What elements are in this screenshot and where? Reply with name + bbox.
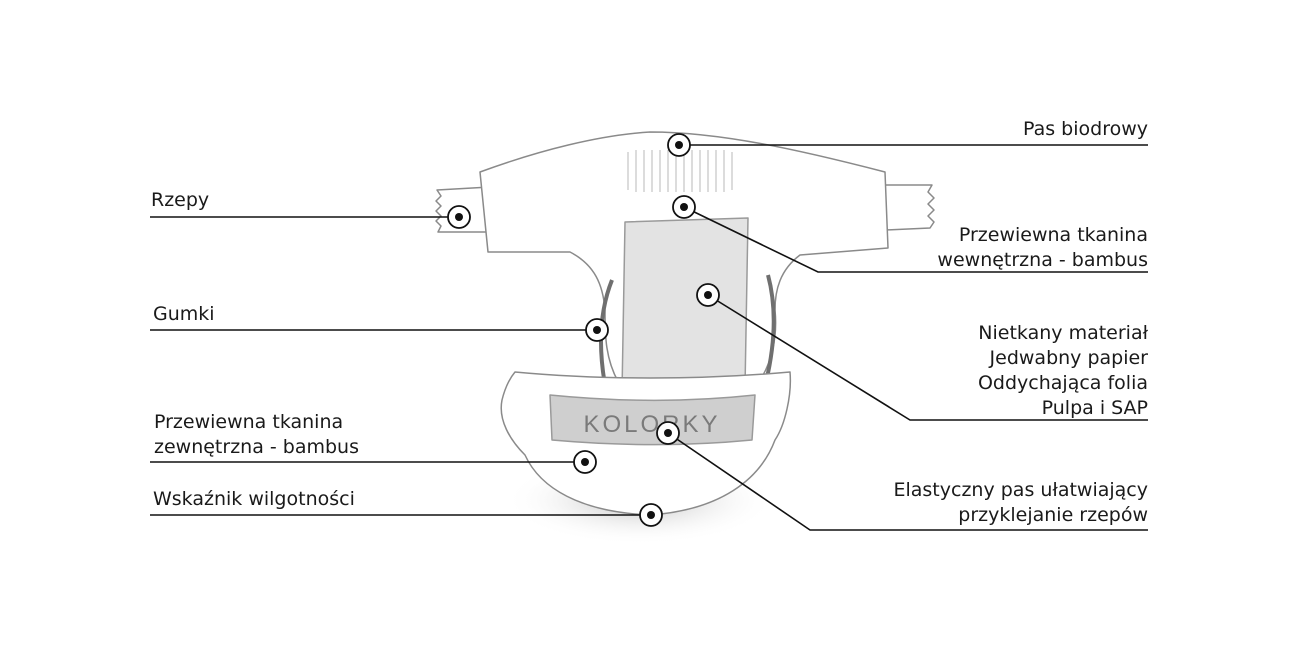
brand-logo: KOLORKY: [583, 411, 720, 438]
markers: [447, 133, 720, 527]
leader-inner-fabric: [683, 206, 1148, 273]
label-inner-fabric: Przewiewna tkanina wewnętrzna - bambus: [937, 224, 1148, 271]
marker-outer-fabric: [573, 450, 597, 474]
label-elastic-band: Elastyczny pas ułatwiający przyklejanie …: [893, 479, 1148, 526]
logo-band: [549, 394, 756, 446]
leader-layers: [707, 294, 1148, 421]
leader-elastic: [667, 432, 1148, 531]
label-pas-biodrowy: Pas biodrowy: [1022, 118, 1148, 140]
label-wetness-indicator: Wskaźnik wilgotności: [153, 488, 355, 510]
leader-lines: [150, 144, 1148, 531]
marker-wetness: [639, 503, 663, 527]
right-tab: [884, 184, 935, 231]
marker-rzepy: [447, 205, 471, 229]
marker-pas-biodrowy: [667, 133, 691, 157]
inner-panel: [621, 217, 749, 393]
label-layers: Nietkany materiał Jedwabny papier Oddych…: [977, 322, 1148, 419]
diaper-illustration: [435, 131, 935, 516]
marker-inner-fabric: [672, 195, 696, 219]
marker-layers: [696, 283, 720, 307]
marker-gumki: [585, 318, 609, 342]
label-outer-fabric: Przewiewna tkanina zewnętrzna - bambus: [154, 411, 360, 458]
right-gather: [764, 274, 776, 383]
label-rzepy: Rzepy: [151, 189, 210, 211]
label-gumki: Gumki: [153, 303, 215, 325]
waistband-texture: [627, 150, 733, 192]
marker-elastic: [656, 421, 680, 445]
